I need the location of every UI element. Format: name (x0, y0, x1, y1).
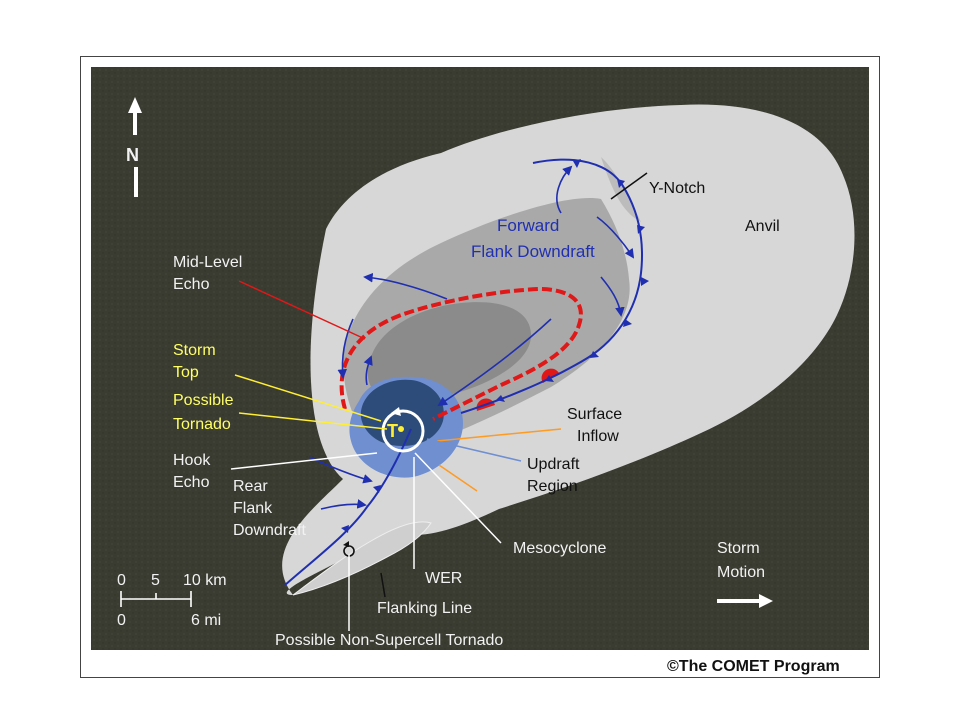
label-rfd-1: Rear (233, 478, 268, 495)
scale-bar (120, 591, 192, 607)
scale-km-5: 5 (151, 572, 160, 589)
label-rfd-2: Flank (233, 500, 273, 517)
flanking-line-cloud (292, 521, 432, 596)
label-anvil: Anvil (745, 218, 780, 235)
label-storm-top-2: Top (173, 364, 199, 381)
leader-lines (230, 172, 648, 631)
label-mid-level-1: Mid-Level (173, 254, 242, 271)
rear-flank-gust-front (284, 428, 412, 586)
label-updraft-2: Region (527, 478, 578, 495)
label-surface-inflow-2: Inflow (577, 428, 619, 445)
label-surface-inflow-1: Surface (567, 406, 622, 423)
scale-mi-6: 6 mi (191, 612, 221, 629)
label-mid-level-2: Echo (173, 276, 210, 293)
mid-level-echo-outline (339, 286, 583, 421)
gust-front-triangles (496, 159, 649, 402)
storm-motion-arrow (717, 594, 773, 608)
label-hook-echo-1: Hook (173, 452, 211, 469)
label-possible-tornado-1: Possible (173, 392, 234, 409)
supercell-diagram: T N Y-Notch Anvil Forward Flank Downdraf… (91, 67, 869, 675)
mesocyclone-circle (381, 409, 425, 453)
label-storm-motion-2: Motion (717, 564, 765, 581)
non-supercell-tornado-arrow (343, 541, 349, 547)
scale-km-0: 0 (117, 572, 126, 589)
label-flanking-line: Flanking Line (377, 600, 472, 617)
label-non-supercell: Possible Non-Supercell Tornado (275, 632, 503, 649)
diagram-frame: T N Y-Notch Anvil Forward Flank Downdraf… (80, 56, 880, 678)
label-y-notch: Y-Notch (649, 180, 705, 197)
north-letter: N (126, 145, 139, 165)
label-mesocyclone: Mesocyclone (513, 540, 606, 557)
label-ffd-2: Flank Downdraft (471, 242, 595, 261)
scale-km-10: 10 km (183, 572, 227, 589)
tornado-dot (398, 426, 404, 432)
label-storm-top-1: Storm (173, 342, 216, 359)
flow-arrows (308, 165, 635, 510)
mesocyclone-rotation-arrow (391, 407, 401, 416)
label-hook-echo-2: Echo (173, 474, 210, 491)
label-possible-tornado-2: Tornado (173, 416, 231, 433)
label-wer: WER (425, 570, 462, 587)
label-storm-motion-1: Storm (717, 540, 760, 557)
credit-text: ©The COMET Program (667, 658, 840, 675)
rear-flank-triangles (341, 485, 381, 533)
label-rfd-3: Downdraft (233, 522, 306, 539)
label-ffd-1: Forward (497, 216, 559, 235)
scale-mi-0: 0 (117, 612, 126, 629)
label-updraft-1: Updraft (527, 456, 580, 473)
tornado-marker: T (387, 421, 398, 441)
north-arrow (128, 97, 142, 197)
